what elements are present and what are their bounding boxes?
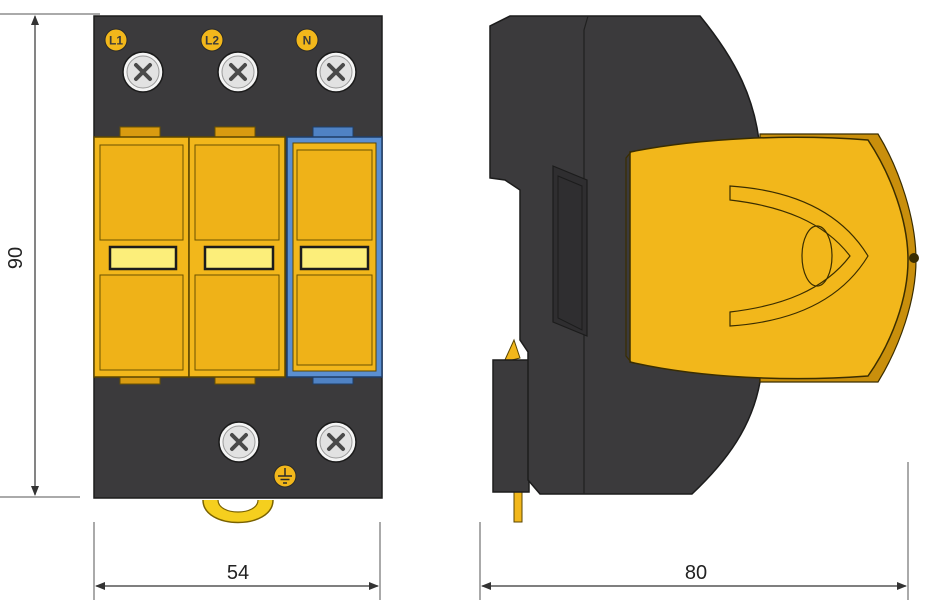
module-side [625, 133, 919, 383]
screw-icon [314, 420, 358, 464]
terminal-badge-l1: L1 [104, 28, 128, 52]
front-view: L1 L2 N [93, 15, 383, 524]
din-clip-ring [202, 499, 274, 524]
screw-icon [217, 420, 261, 464]
terminal-badge-l2: L2 [200, 28, 224, 52]
dimension-height: 90 [0, 13, 100, 498]
dimension-front-width-label: 54 [227, 562, 249, 584]
screw-icon [314, 50, 358, 94]
terminal-badge-n: N [295, 28, 319, 52]
terminal-label-l2: L2 [205, 34, 219, 48]
status-window [108, 245, 178, 271]
din-rail-channel [552, 165, 588, 337]
side-housing [489, 15, 761, 495]
module-l1 [93, 126, 190, 385]
side-view [489, 15, 919, 523]
dimension-height-label: 90 [5, 247, 27, 269]
status-window [203, 245, 275, 271]
din-clip-side [492, 338, 530, 523]
module-l2 [188, 126, 286, 385]
dimension-side-depth: 80 [479, 462, 909, 600]
module-n [286, 126, 383, 385]
dimension-side-depth-label: 80 [685, 562, 707, 584]
ground-icon [273, 464, 297, 488]
status-window [299, 245, 370, 271]
terminal-label-l1: L1 [109, 34, 123, 48]
screw-icon [121, 50, 165, 94]
screw-icon [216, 50, 260, 94]
terminal-label-n: N [303, 34, 312, 48]
dimension-front-width: 54 [93, 522, 381, 600]
